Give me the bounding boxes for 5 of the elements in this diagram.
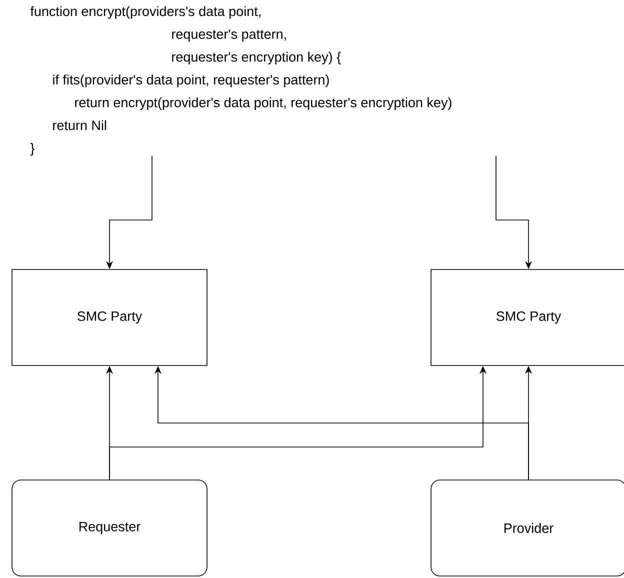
process-box: SMC Party	[430, 269, 624, 366]
process-box: SMC Party	[12, 269, 208, 366]
code-text: function encrypt(providers's data point, requester's pattern, requester's encryption key) { if fits(provider's data point, requester's pattern) return encrypt(provider's data point, requester's encryption key) return Nil }	[30, 6, 452, 156]
rounded-box: Requester	[12, 480, 208, 576]
rounded-box: Provider	[430, 480, 624, 576]
